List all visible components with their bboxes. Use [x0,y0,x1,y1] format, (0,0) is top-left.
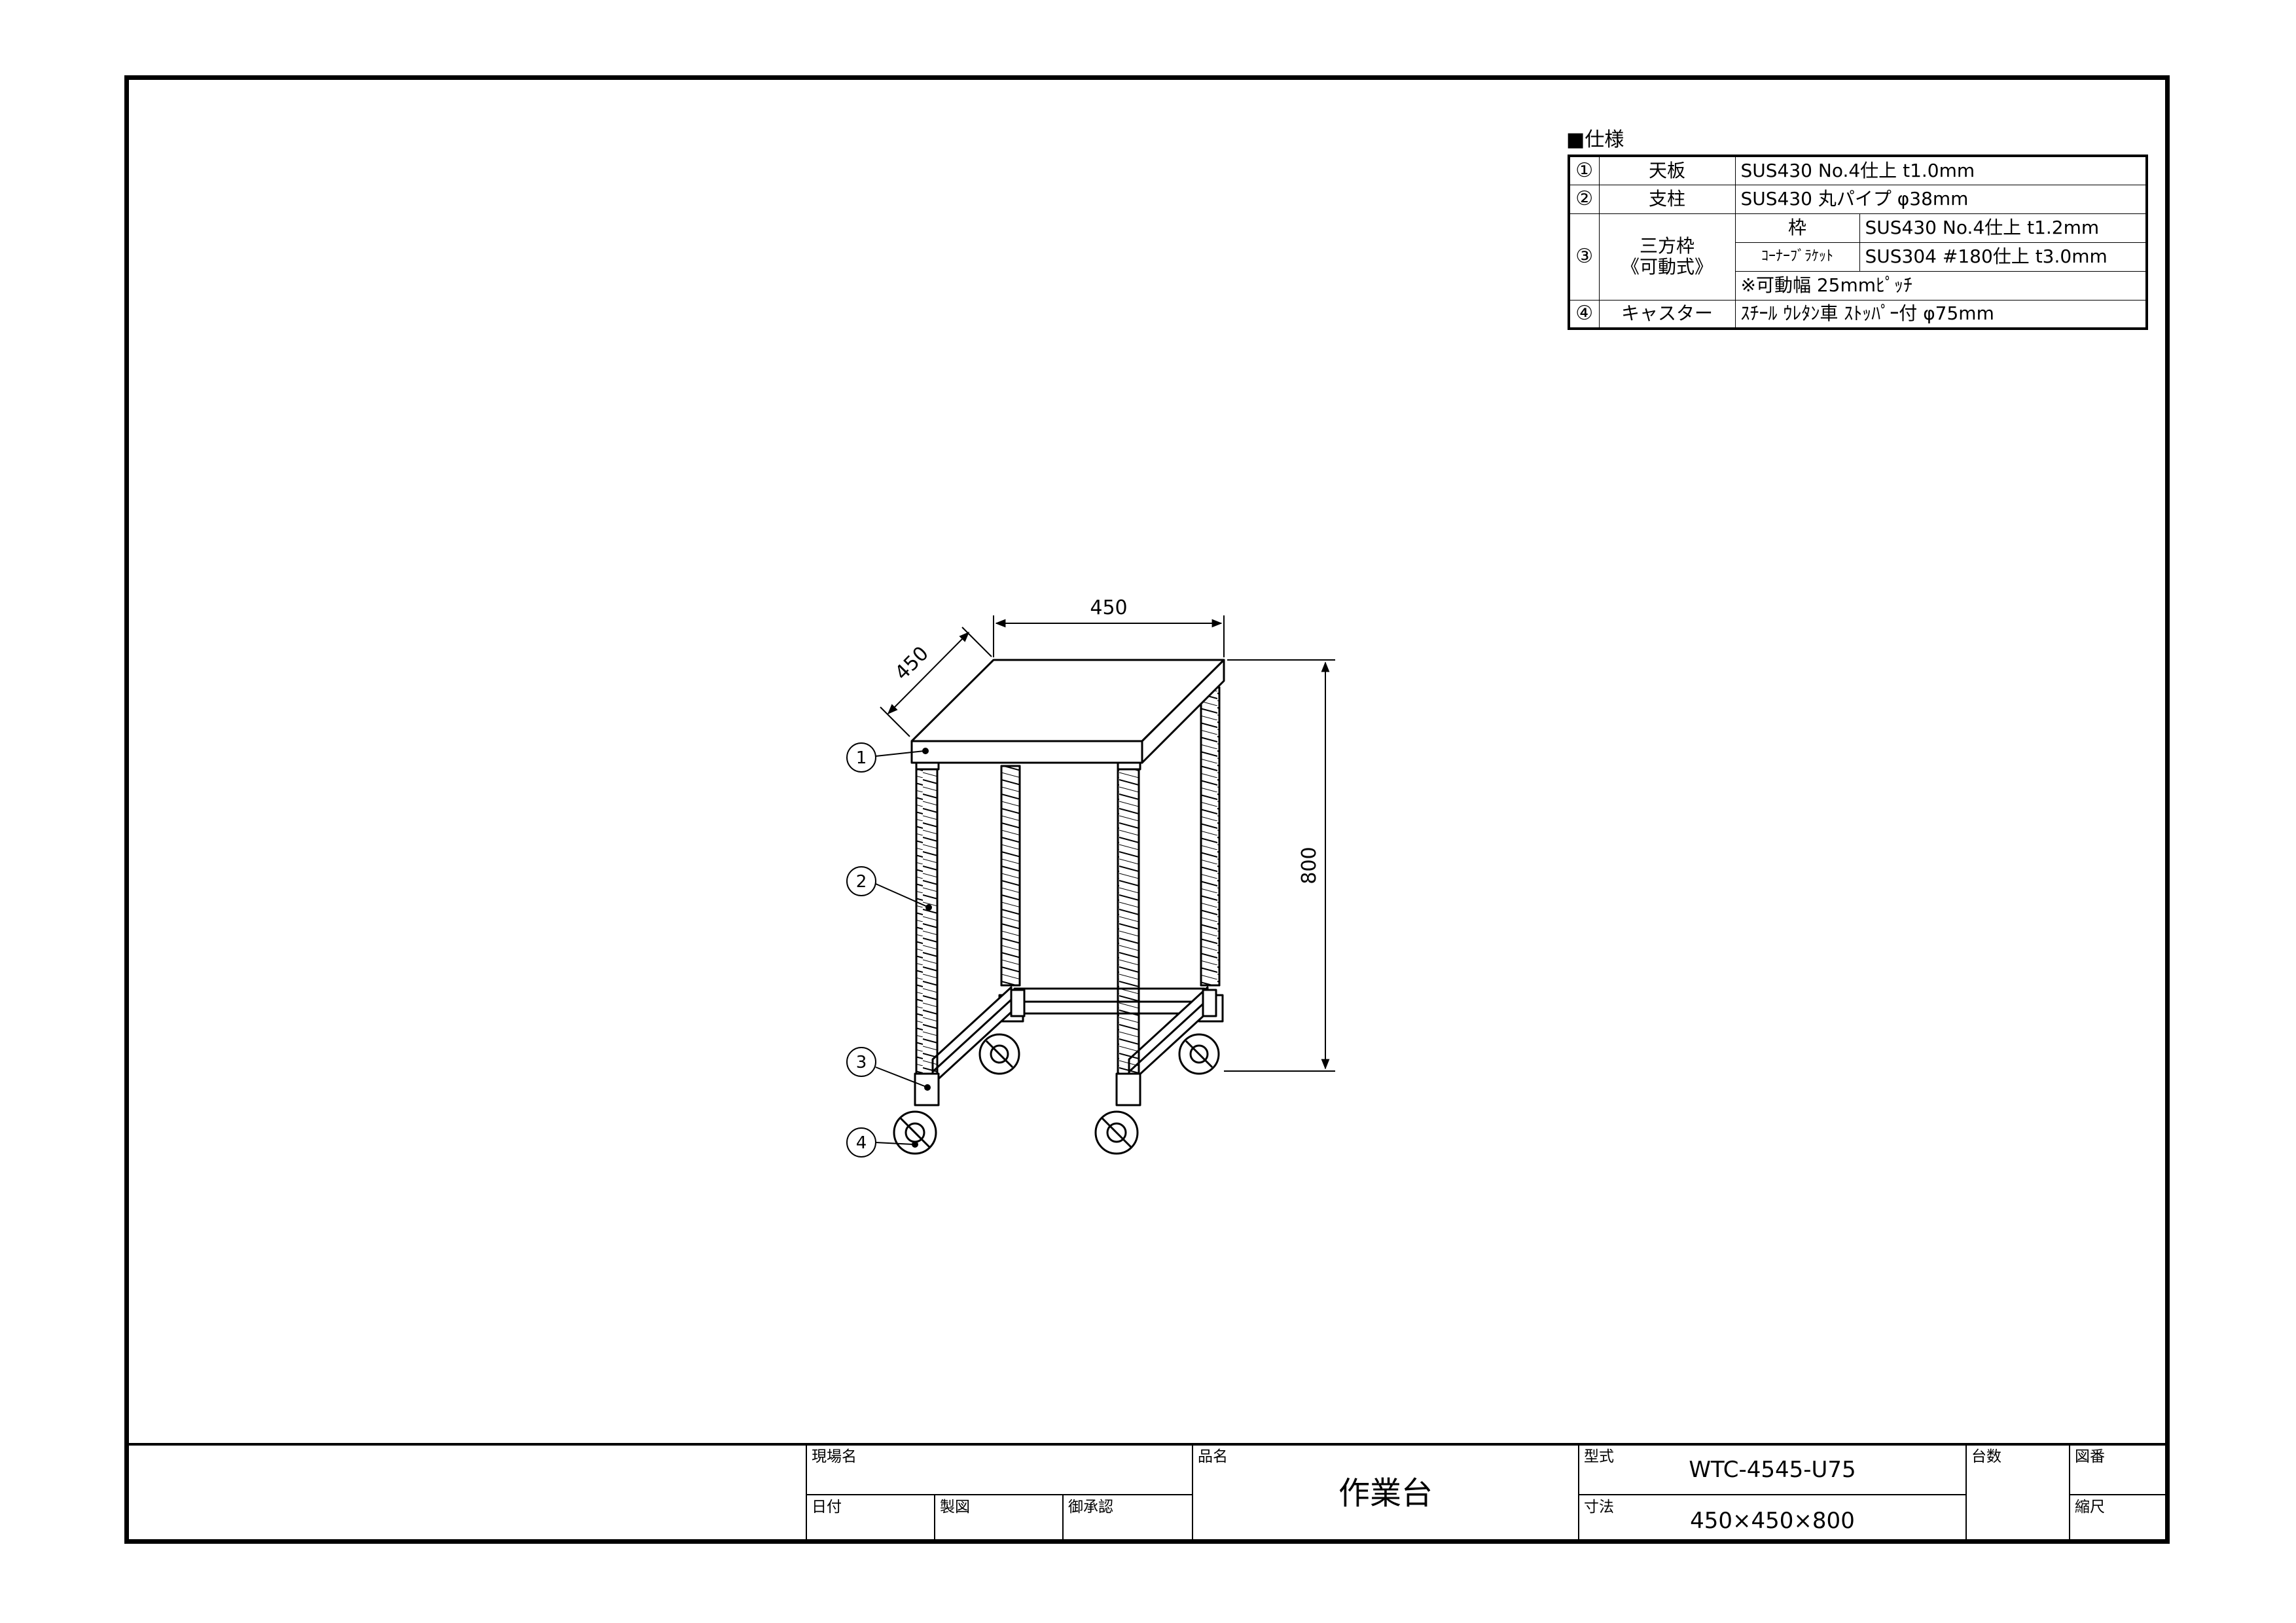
spec-row-name: 三方枠 《可動式》 [1598,213,1736,301]
spec-sub-value: SUS304 #180仕上 t3.0mm [1859,242,2147,272]
product-name-value: 作業台 [1338,1475,1433,1512]
size-value: 450×450×800 [1690,1508,1855,1534]
callout-1: 1 [846,742,929,773]
spec-row-caster: ④ キャスター ｽﾁｰﾙ ｳﾚﾀﾝ車 ｽﾄｯﾊﾟｰ付 φ75mm [1568,299,2147,329]
approval-label: 御承認 [1068,1499,1113,1516]
spec-row-value: SUS430 丸パイプ φ38mm [1734,184,2147,214]
callout-2-label: 2 [856,872,867,892]
callout-1-label: 1 [856,748,867,768]
spec-sub-label: ｺｰﾅｰﾌﾞﾗｹｯﾄ [1734,242,1860,272]
title-block-grid [126,1443,2168,1542]
spec-row-name-line2: 《可動式》 [1621,256,1713,278]
post-back-left [1000,765,1021,987]
spec-row-value: SUS430 No.4仕上 t1.0mm [1734,155,2147,185]
callout-3: 3 [846,1047,931,1091]
dimension-depth [880,627,992,737]
spec-heading: ■仕様 [1566,128,1624,151]
spec-row-name-line1: 三方枠 [1639,235,1695,257]
callout-2: 2 [846,866,932,911]
caster-front-right [1094,1072,1141,1155]
post-back-right [1200,686,1221,987]
site-name-label: 現場名 [812,1448,857,1465]
date-label: 日付 [812,1499,842,1516]
product-name-label: 品名 [1198,1448,1228,1465]
spec-row-name: キャスター [1598,299,1736,329]
spec-sub-value: SUS430 No.4仕上 t1.2mm [1859,213,2147,243]
scale-label: 縮尺 [2075,1499,2105,1516]
spec-row-number: ② [1568,184,1600,214]
drawing-number-label: 図番 [2075,1448,2105,1465]
model-value: WTC-4545-U75 [1689,1457,1856,1483]
spec-row-value: ｽﾁｰﾙ ｳﾚﾀﾝ車 ｽﾄｯﾊﾟｰ付 φ75mm [1734,299,2147,329]
table-top [910,659,1225,771]
dimension-width [993,615,1225,657]
spec-row-frame-bracket: ｺｰﾅｰﾌﾞﾗｹｯﾄ SUS304 #180仕上 t3.0mm [1569,242,2147,272]
lower-frame [931,986,1217,1085]
spec-note: ※可動幅 25mmﾋﾟｯﾁ [1734,270,2147,301]
spec-row-frame: ③ 三方枠 《可動式》 枠 SUS430 No.4仕上 t1.2mm [1568,213,2147,301]
spec-row-frame-note: ※可動幅 25mmﾋﾟｯﾁ [1569,270,2147,301]
spec-row-post: ② 支柱 SUS430 丸パイプ φ38mm [1568,184,2147,214]
post-front-right [1117,765,1140,1078]
dimension-width-label: 450 [1090,596,1127,619]
quantity-label: 台数 [1971,1448,2001,1465]
dimension-height [1224,659,1335,1072]
dimension-depth-label: 450 [891,642,933,685]
callout-4-label: 4 [856,1133,867,1153]
dimension-height-label: 800 [1298,847,1321,884]
drawn-by-label: 製図 [940,1499,970,1516]
spec-row-number: ① [1568,155,1600,185]
spec-row-name: 支柱 [1598,184,1736,214]
model-label: 型式 [1584,1448,1614,1465]
callout-3-label: 3 [856,1053,867,1072]
post-front-left [915,765,939,1078]
drawing-frame [124,75,2170,1544]
callout-4: 4 [846,1127,918,1158]
size-label: 寸法 [1584,1499,1614,1516]
spec-table: ① 天板 SUS430 No.4仕上 t1.0mm ② 支柱 SUS430 丸パ… [1568,155,2148,330]
